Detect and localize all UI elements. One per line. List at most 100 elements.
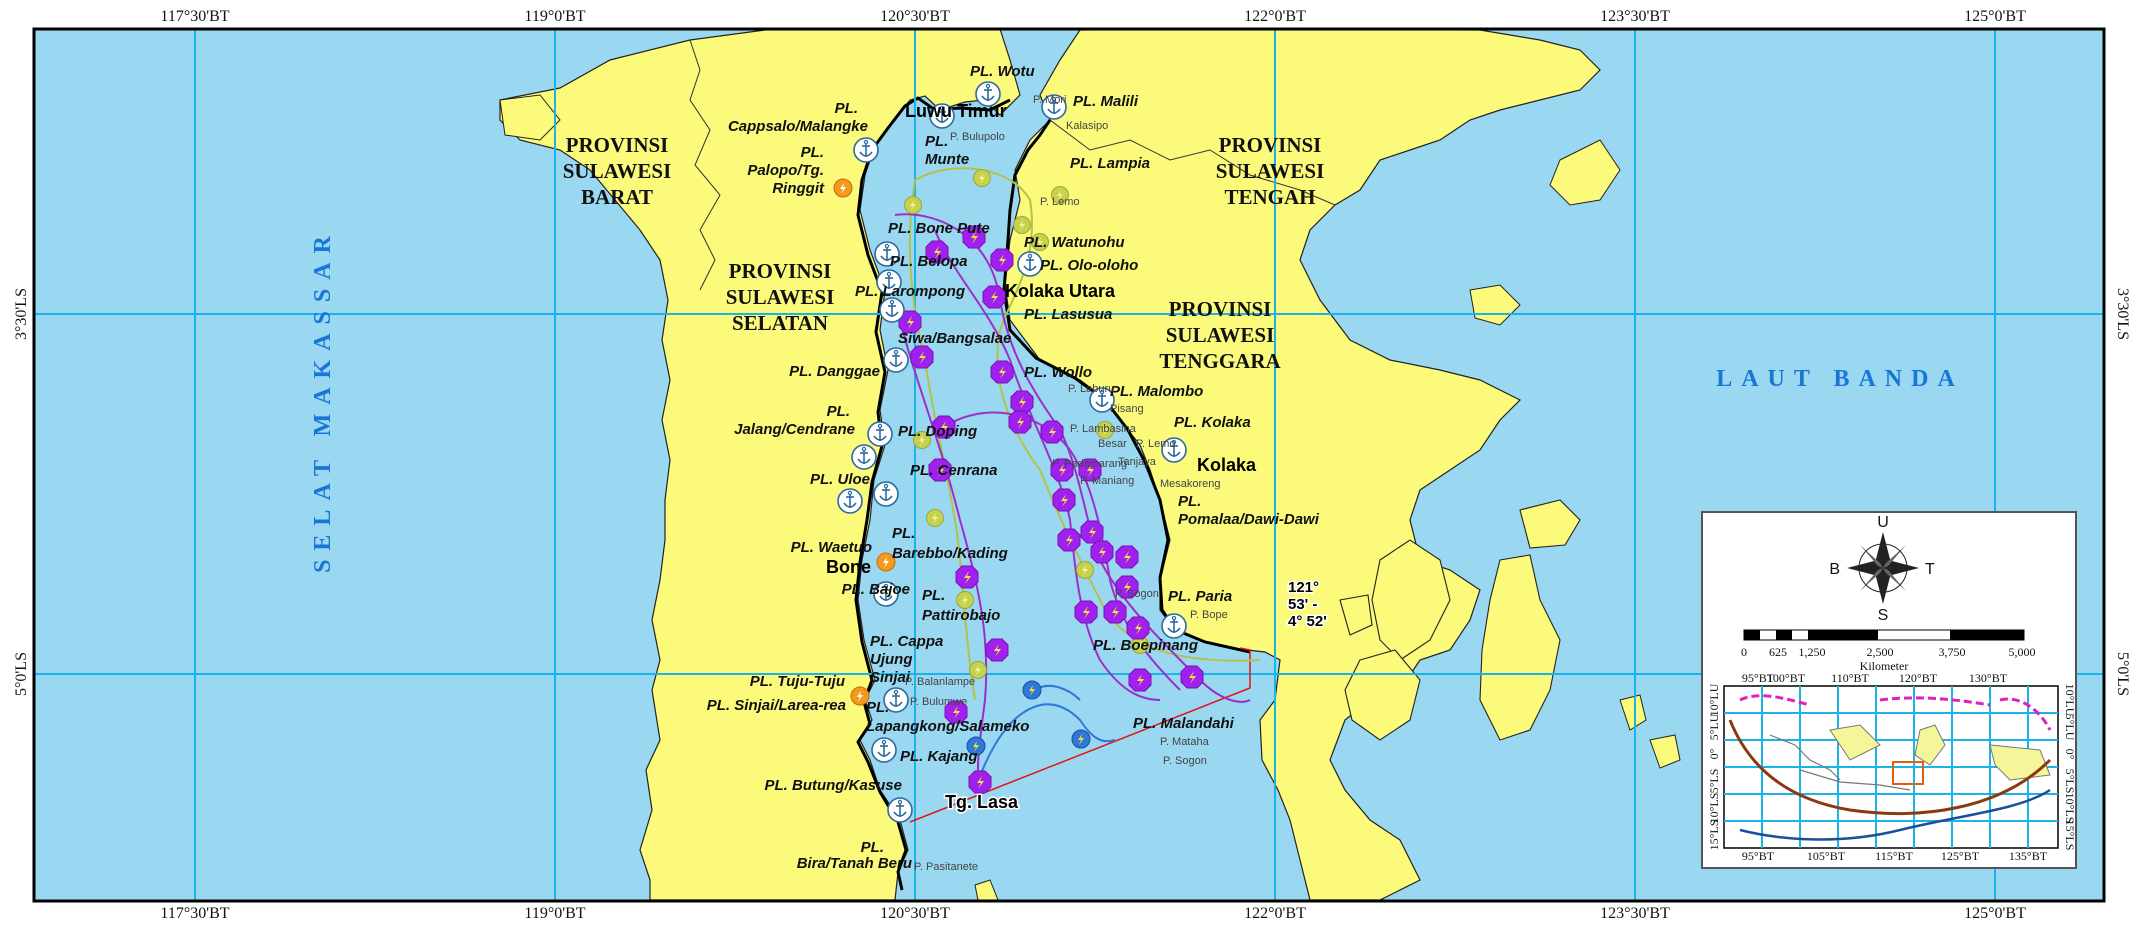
town-labels: Luwu Timur Kolaka Utara Kolaka Bone Tg. … — [826, 101, 1257, 814]
anchor-icon — [837, 488, 863, 514]
anchor-icon — [1017, 251, 1043, 277]
province-label: BARAT — [581, 185, 653, 209]
port-label: PL. Watunohu — [1024, 234, 1125, 251]
island-label: P. Bope — [1190, 609, 1228, 621]
port-label: Pomalaa/Dawi-Dawi — [1178, 511, 1320, 528]
marker-purple — [1040, 420, 1064, 444]
west-port-labels: PL. Cappsalo/Malangke PL. Palopo/Tg. Rin… — [707, 100, 1030, 872]
grid-label-top: 122°0'BT — [1244, 8, 1306, 25]
port-label: PL. Wollo — [1024, 364, 1092, 381]
grid-label-top: 117°30'BT — [160, 8, 229, 25]
compass-west: B — [1829, 561, 1840, 578]
marker-green — [1013, 216, 1031, 234]
compass-south: S — [1878, 607, 1889, 624]
island-label: P. Bulupolo — [950, 131, 1005, 143]
port-label: PL. Kolaka — [1174, 414, 1251, 431]
harbor-icon — [833, 178, 853, 198]
grid-label-bottom: 120°30'BT — [880, 905, 950, 922]
mini-right-label: 15°LS — [2063, 820, 2077, 851]
island-label: Pisang — [1110, 403, 1144, 415]
town-label: Kolaka — [1197, 455, 1257, 475]
mini-right-label: 10°LU — [2063, 684, 2077, 717]
grid-labels: 117°30'BT 119°0'BT 120°30'BT 122°0'BT 12… — [13, 8, 2131, 922]
mini-left-label: 10°LS — [1707, 793, 1721, 824]
coordinate-note-line: 53' - — [1288, 596, 1317, 613]
grid-label-left: 3°30'LS — [13, 288, 30, 340]
marker-purple — [1057, 528, 1081, 552]
port-label: PL. Malandahi — [1133, 715, 1235, 732]
port-label: PL. Waetuo — [791, 539, 872, 556]
mini-left-label: 5°LU — [1707, 713, 1721, 740]
port-label: PL. Olo-oloho — [1040, 257, 1138, 274]
province-labels: PROVINSI SULAWESI BARAT PROVINSI SULAWES… — [563, 133, 1325, 373]
anchor-icon — [853, 137, 879, 163]
port-label: PL. — [892, 525, 915, 542]
anchor-icon — [851, 444, 877, 470]
island-label: P. Sogon — [1115, 588, 1159, 600]
island-label: P. Sogon — [1163, 755, 1207, 767]
port-label: PL. — [922, 587, 945, 604]
land-buton-island — [1371, 539, 1451, 661]
island-label: P. Lambasina — [1070, 423, 1137, 435]
port-label: PL. Boepinang — [1093, 637, 1198, 654]
island-label: Tanjaya — [1118, 456, 1157, 468]
province-label: SELATAN — [732, 311, 828, 335]
port-label: Cappsalo/Malangke — [728, 118, 868, 135]
port-label: Ringgit — [772, 180, 825, 197]
mini-bottom-label: 125°BT — [1941, 849, 1980, 863]
province-label: SULAWESI — [1216, 159, 1325, 183]
marker-purple — [1074, 600, 1098, 624]
town-label: Kolaka Utara — [1005, 281, 1116, 301]
marker-green — [956, 591, 974, 609]
province-label: PROVINSI — [729, 259, 832, 283]
marker-purple — [1008, 410, 1032, 434]
port-label: PL. Lasusua — [1024, 306, 1112, 323]
island-label: P. Padamarang — [1052, 458, 1127, 470]
port-label: PL. — [1178, 493, 1201, 510]
province-label: PROVINSI — [1169, 297, 1272, 321]
compass-north: U — [1877, 514, 1889, 531]
mini-bottom-label: 95°BT — [1742, 849, 1775, 863]
grid-label-bottom: 117°30'BT — [160, 905, 229, 922]
island-label: P. Laburu — [1068, 383, 1114, 395]
mini-top-label: 110°BT — [1831, 671, 1869, 685]
mini-top-label: 95°BT — [1742, 671, 1775, 685]
grid-label-bottom: 122°0'BT — [1244, 905, 1306, 922]
province-label: TENGAH — [1224, 185, 1315, 209]
mini-top-label: 130°BT — [1969, 671, 2008, 685]
island-label: P. Bulumwe — [910, 696, 967, 708]
marker-purple — [990, 248, 1014, 272]
grid-label-top: 119°0'BT — [524, 8, 585, 25]
marker-green — [904, 196, 922, 214]
port-label: Jalang/Cendrane — [734, 421, 855, 438]
port-label: Pattirobajo — [922, 607, 1000, 624]
port-label: Palopo/Tg. — [747, 162, 824, 179]
marker-purple — [1080, 520, 1104, 544]
marker-purple — [1103, 600, 1127, 624]
land-layer — [499, 29, 1681, 901]
gulf-bone-coast — [1002, 119, 1251, 654]
mini-left-label: 15°LS — [1707, 820, 1721, 851]
sea-area-boundary — [909, 647, 1251, 823]
coordinate-note-line: 4° 52' — [1288, 613, 1327, 630]
grid-label-left: 5°0'LS — [13, 652, 30, 696]
port-label: PL. Bone Pute — [888, 220, 990, 237]
compass-rose: U S B T — [1829, 514, 1935, 624]
marker-purple — [1010, 390, 1034, 414]
port-label: PL. Tuju-Tuju — [750, 673, 845, 690]
port-label: Munte — [925, 151, 969, 168]
marker-purple — [982, 285, 1006, 309]
marker-purple — [1126, 616, 1150, 640]
town-label: Tg. Lasa — [945, 792, 1019, 812]
island-label: Besar — [1098, 438, 1127, 450]
port-label: PL. Uloe — [810, 471, 870, 488]
grid-label-right: 5°0'LS — [2114, 652, 2131, 696]
port-label: PL. — [866, 699, 889, 716]
scale-tick: 0 — [1741, 645, 1747, 659]
island-label: P. Pasitanete — [914, 861, 978, 873]
mini-bottom-label: 105°BT — [1807, 849, 1846, 863]
port-label: Sinjai — [870, 669, 911, 686]
anchor-icon — [867, 421, 893, 447]
town-label: Bone — [826, 557, 871, 577]
